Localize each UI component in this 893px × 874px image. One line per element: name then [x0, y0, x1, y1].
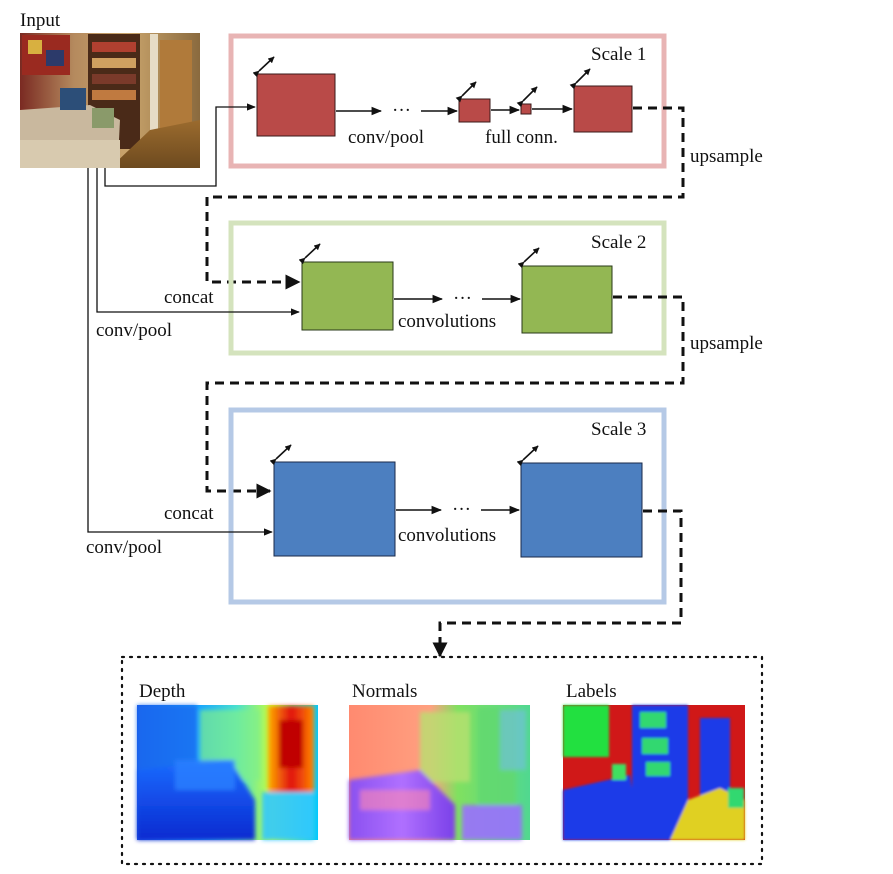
scale1-fullconn-label: full conn. [485, 127, 558, 148]
upsample-label-2: upsample [690, 333, 763, 354]
output-labels-image [563, 705, 745, 840]
output-depth-image [137, 705, 318, 840]
scale1-convpool-label: conv/pool [348, 127, 424, 148]
upsample-connector-2 [205, 295, 685, 499]
scale3-convolutions-label: convolutions [398, 525, 496, 546]
weight-arrows-scale1 [252, 56, 591, 108]
scale2-convpool-label: conv/pool [96, 320, 172, 341]
scale3-convpool-label: conv/pool [86, 537, 162, 558]
scale1-block-1 [256, 73, 336, 137]
outputs-frame [120, 655, 764, 866]
scale3-frame [228, 407, 667, 605]
scale1-block-4 [573, 85, 633, 133]
input-to-scale2-connector [96, 168, 300, 316]
scale1-block-3 [520, 103, 532, 115]
output-connector [432, 509, 683, 658]
output-labels-title: Labels [566, 681, 617, 702]
upsample-connector-1 [205, 106, 685, 290]
weight-arrows-scale3 [269, 444, 539, 467]
output-normals-image [349, 705, 530, 840]
upsample-label-1: upsample [690, 146, 763, 167]
scale3-title: Scale 3 [591, 419, 646, 440]
scale1-block-2 [458, 98, 491, 123]
scale3-block-2 [520, 462, 643, 558]
output-normals-title: Normals [352, 681, 417, 702]
scale2-frame [228, 220, 667, 356]
scale2-block-1 [301, 261, 394, 331]
scale2-title: Scale 2 [591, 232, 646, 253]
scale1-title: Scale 1 [591, 44, 646, 65]
scale3-block-1 [273, 461, 396, 557]
scale2-ellipsis: ··· [453, 288, 472, 309]
weight-arrows-scale2 [298, 243, 540, 269]
scale3-ellipsis: ··· [452, 499, 471, 520]
input-label: Input [20, 10, 61, 31]
scale1-ellipsis: ··· [392, 100, 411, 121]
scale3-concat-label: concat [164, 503, 214, 524]
scale2-concat-label: concat [164, 287, 214, 308]
input-image [20, 33, 200, 168]
input-to-scale1-connector [104, 103, 256, 187]
input-to-scale3-connector [87, 168, 273, 536]
scale2-block-2 [521, 265, 613, 334]
scale2-convolutions-label: convolutions [398, 311, 496, 332]
output-depth-title: Depth [139, 681, 186, 702]
scale1-frame [228, 33, 667, 169]
